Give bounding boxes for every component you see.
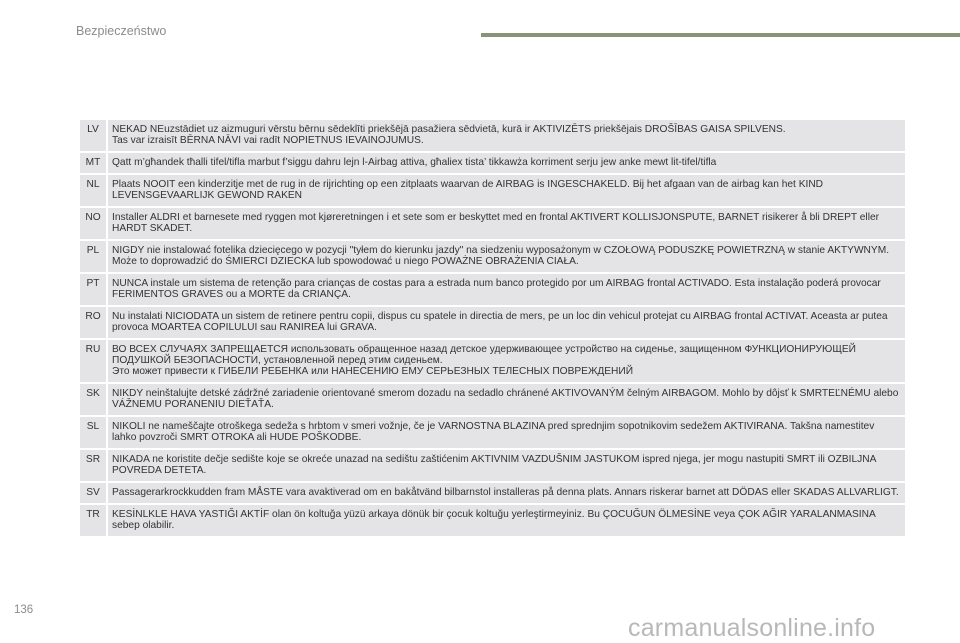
- warning-text: KESİNLKLE HAVA YASTIĞI AKTİF olan ön kol…: [108, 505, 905, 536]
- language-code: RU: [80, 340, 108, 382]
- language-code: NL: [80, 175, 108, 206]
- warning-text: NIKDY neinštalujte detské zádržné zariad…: [108, 384, 905, 415]
- language-code: NO: [80, 208, 108, 239]
- warning-text: Installer ALDRI et barnesete med ryggen …: [108, 208, 905, 239]
- language-code: TR: [80, 505, 108, 536]
- warning-text: Qatt m’għandek tħalli tifel/tifla marbut…: [108, 153, 905, 173]
- language-code: RO: [80, 307, 108, 338]
- section-title: Bezpieczeństwo: [76, 24, 167, 38]
- language-code: SK: [80, 384, 108, 415]
- language-code: SV: [80, 483, 108, 503]
- language-code: SR: [80, 450, 108, 481]
- warning-text: ВО ВСЕХ СЛУЧАЯХ ЗАПРЕЩАЕТСЯ использовать…: [108, 340, 905, 382]
- warning-text: Passagerarkrockkudden fram MÅSTE vara av…: [108, 483, 905, 503]
- watermark: carmanualsonline.info: [628, 614, 876, 642]
- warning-text: NIKADA ne koristite dečje sedište koje s…: [108, 450, 905, 481]
- warning-text: Nu instalati NICIODATA un sistem de reti…: [108, 307, 905, 338]
- page-number: 136: [14, 604, 34, 616]
- language-code: PT: [80, 274, 108, 305]
- warning-text: NIKOLI ne nameščajte otroškega sedeža s …: [108, 417, 905, 448]
- warning-text: NEKAD NEuzstādiet uz aizmuguri vērstu bē…: [108, 120, 905, 151]
- warning-text: Plaats NOOIT een kinderzitje met de rug …: [108, 175, 905, 206]
- warning-text: NIGDY nie instalować fotelika dziecięceg…: [108, 241, 905, 272]
- language-code: LV: [80, 120, 108, 151]
- language-code: PL: [80, 241, 108, 272]
- warning-text: NUNCA instale um sistema de retenção par…: [108, 274, 905, 305]
- header-accent-bar: [481, 33, 960, 37]
- language-code: MT: [80, 153, 108, 173]
- language-code: SL: [80, 417, 108, 448]
